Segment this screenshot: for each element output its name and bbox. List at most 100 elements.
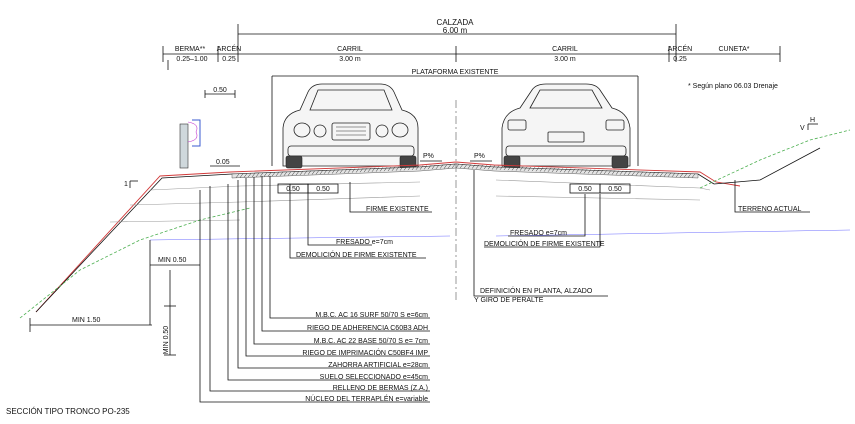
hatch-stroke bbox=[235, 173, 240, 178]
hatch-stroke bbox=[527, 166, 532, 172]
hatch-stroke bbox=[371, 167, 376, 172]
hatch-stroke bbox=[691, 173, 696, 178]
hatch-stroke bbox=[267, 172, 272, 177]
hatch-stroke bbox=[523, 166, 528, 171]
hatch-stroke bbox=[347, 168, 352, 173]
hatch-stroke bbox=[547, 167, 552, 172]
hatch-stroke bbox=[271, 172, 276, 177]
hatch-stroke bbox=[455, 163, 460, 169]
hatch-stroke bbox=[487, 165, 492, 170]
hatch-stroke bbox=[647, 171, 652, 177]
guardrail: 0.50 0.05 bbox=[167, 60, 240, 169]
hatch-stroke bbox=[575, 168, 580, 174]
hatch-stroke bbox=[607, 170, 612, 175]
hatch-stroke bbox=[599, 169, 604, 175]
hatch-stroke bbox=[239, 173, 244, 178]
annotation-labels: FIRME EXISTENTE FRESADO e=7cm DEMOLICIÓN… bbox=[6, 206, 802, 416]
layer-8: NÚCLEO DEL TERRAPLÉN e=variable bbox=[305, 394, 428, 403]
hatch-stroke bbox=[559, 168, 564, 173]
hatch-stroke bbox=[531, 166, 536, 172]
hatch-stroke bbox=[359, 168, 364, 173]
drawing-caption: SECCIÓN TIPO TRONCO PO-235 bbox=[6, 407, 130, 416]
hatch-stroke bbox=[679, 173, 684, 178]
dim-050-top: 0.50 bbox=[213, 87, 227, 94]
arcen-left-width: 0.25 bbox=[222, 56, 236, 63]
dim-right-050-b: 0.50 bbox=[608, 186, 622, 193]
hatch-stroke bbox=[615, 170, 620, 175]
hatch-stroke bbox=[319, 169, 324, 175]
hatch-stroke bbox=[243, 173, 248, 178]
layer-6: SUELO SELECCIONADO e=45cm bbox=[320, 374, 429, 381]
layer-2: RIEGO DE ADHERENCIA C60B3 ADH bbox=[307, 325, 428, 332]
dim-right-050-a: 0.50 bbox=[578, 186, 592, 193]
hatch-stroke bbox=[375, 167, 380, 172]
hatch-stroke bbox=[275, 171, 280, 177]
hatch-stroke bbox=[663, 172, 668, 177]
hatch-stroke bbox=[627, 170, 632, 176]
hatch-stroke bbox=[299, 170, 304, 176]
dim-min-050-b: MIN 0.50 bbox=[163, 326, 170, 355]
hatch-stroke bbox=[587, 169, 592, 174]
hatch-stroke bbox=[259, 172, 264, 177]
hatch-stroke bbox=[287, 171, 292, 176]
hatch-stroke bbox=[623, 170, 628, 176]
hatch-stroke bbox=[683, 173, 688, 178]
hatch-stroke bbox=[595, 169, 600, 174]
carril-left-label: CARRIL bbox=[337, 46, 363, 53]
berma-width: 0.25–1.00 bbox=[176, 56, 207, 63]
label-definicion-line2: Y GIRO DE PERALTE bbox=[474, 297, 544, 304]
hatch-stroke bbox=[619, 170, 624, 175]
hatch-stroke bbox=[579, 168, 584, 174]
hatch-stroke bbox=[355, 168, 360, 173]
hatch-stroke bbox=[471, 164, 476, 169]
hatch-stroke bbox=[367, 167, 372, 173]
hatch-stroke bbox=[571, 168, 576, 173]
hatch-stroke bbox=[555, 167, 560, 173]
hatch-stroke bbox=[263, 172, 268, 177]
carril-right-label: CARRIL bbox=[552, 46, 578, 53]
hatch-stroke bbox=[343, 168, 348, 174]
layer-3: M.B.C. AC 22 BASE 50/70 S e= 7cm bbox=[314, 338, 428, 345]
hatch-stroke bbox=[327, 169, 332, 174]
hatch-stroke bbox=[463, 164, 468, 169]
hatch-stroke bbox=[427, 165, 432, 170]
plataforma-existente: PLATAFORMA EXISTENTE bbox=[271, 69, 639, 166]
road-section: 1 H V P% P% 0.5 bbox=[19, 100, 851, 319]
hatch-stroke bbox=[467, 164, 472, 169]
hatch-stroke bbox=[435, 164, 440, 170]
lanes-dimension: BERMA** 0.25–1.00 ARCÉN 0.25 CARRIL 3.00… bbox=[162, 44, 781, 63]
hatch-stroke bbox=[331, 169, 336, 174]
hatch-stroke bbox=[643, 171, 648, 176]
hatch-stroke bbox=[423, 165, 428, 170]
hatch-stroke bbox=[515, 166, 520, 171]
hatch-stroke bbox=[667, 172, 672, 177]
hatch-stroke bbox=[247, 173, 252, 178]
arcen-left-label: ARCÉN bbox=[217, 44, 242, 53]
cuneta-label: CUNETA* bbox=[719, 46, 750, 53]
hatch-stroke bbox=[431, 164, 436, 170]
layer-5: ZAHORRA ARTIFICIAL e=28cm bbox=[328, 362, 428, 369]
hatch-stroke bbox=[519, 166, 524, 171]
dim-left-050-b: 0.50 bbox=[316, 186, 330, 193]
hatch-stroke bbox=[499, 165, 504, 170]
hatch-stroke bbox=[655, 172, 660, 177]
hatch-stroke bbox=[671, 172, 676, 178]
arcen-right-width: 0.25 bbox=[673, 56, 687, 63]
hatch-stroke bbox=[535, 167, 540, 172]
hatch-stroke bbox=[279, 171, 284, 177]
label-firme-existente: FIRME EXISTENTE bbox=[366, 206, 429, 213]
hatch-stroke bbox=[483, 165, 488, 170]
hatch-stroke bbox=[511, 166, 516, 171]
dim-min-050-a: MIN 0.50 bbox=[158, 257, 187, 264]
hatch-stroke bbox=[295, 170, 300, 176]
hatch-stroke bbox=[675, 172, 680, 178]
hatch-stroke bbox=[439, 164, 444, 169]
hatch-stroke bbox=[503, 165, 508, 171]
label-demolicion-right: DEMOLICIÓN DE FIRME EXISTENTE bbox=[484, 239, 605, 248]
calzada-label: CALZADA bbox=[437, 18, 475, 27]
carril-right-width: 3.00 m bbox=[554, 56, 576, 63]
carril-left-width: 3.00 m bbox=[339, 56, 361, 63]
hatch-stroke bbox=[567, 168, 572, 173]
hatch-stroke bbox=[379, 167, 384, 172]
hatch-stroke bbox=[635, 171, 640, 176]
